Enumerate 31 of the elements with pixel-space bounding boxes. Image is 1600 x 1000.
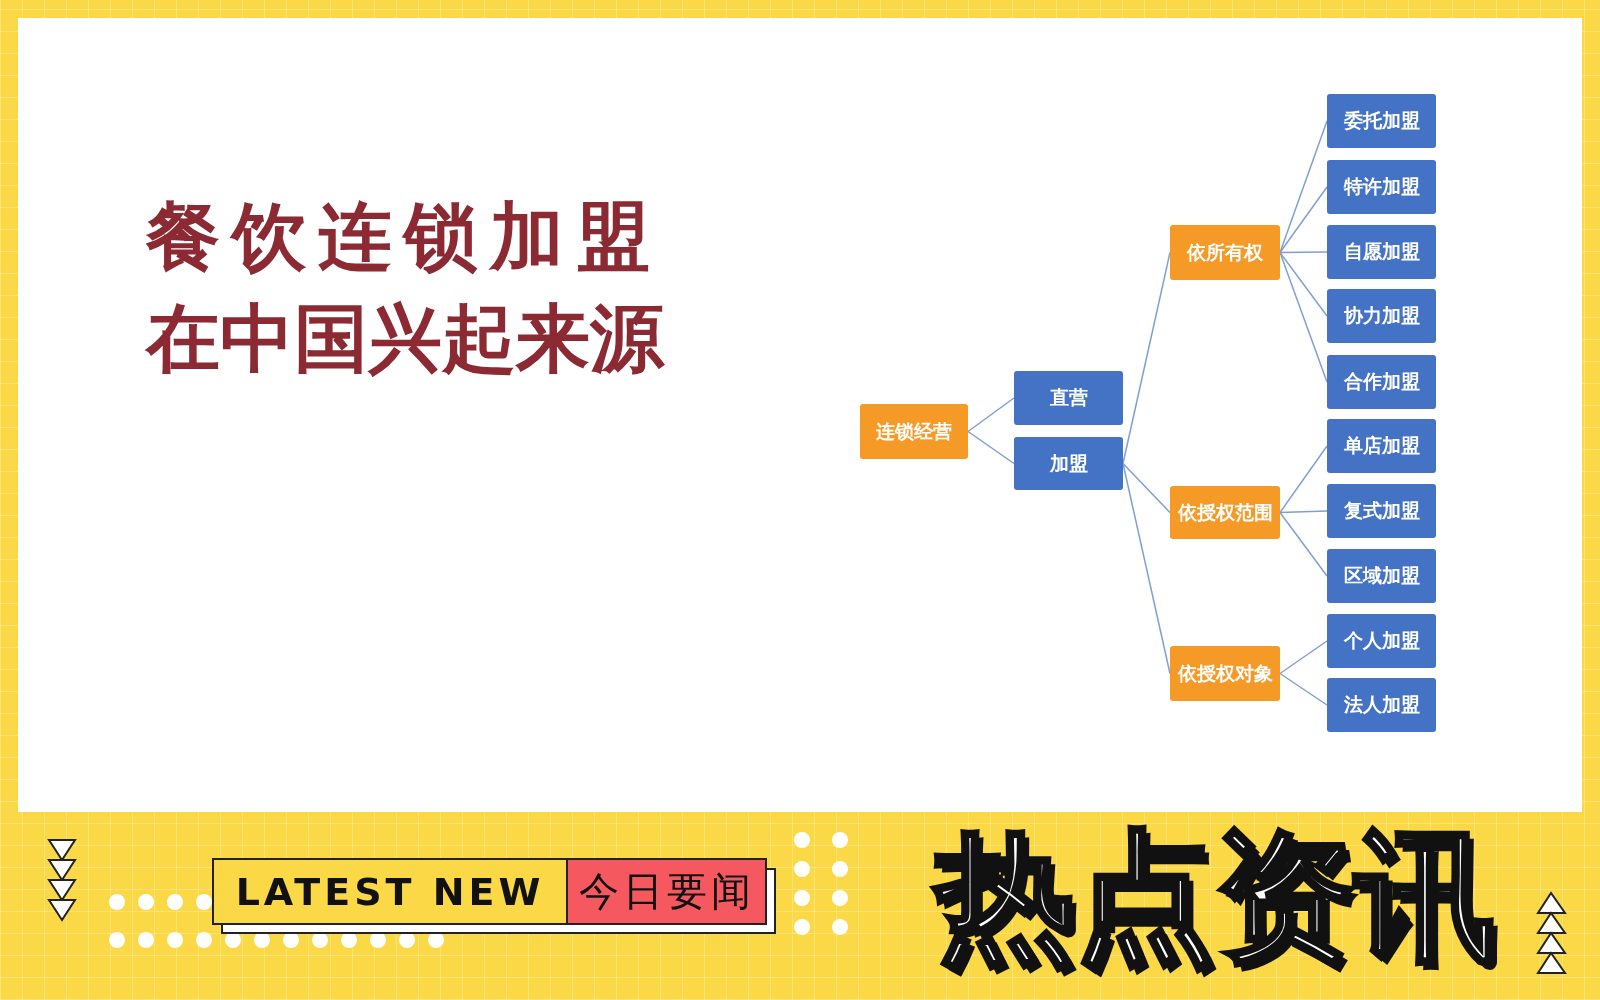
category-box: 依授权范围 — [1170, 486, 1280, 539]
item-box: 合作加盟 — [1327, 355, 1436, 409]
connector-line — [1279, 510, 1328, 514]
item-box: 自愿加盟 — [1327, 225, 1436, 279]
item-box: 协力加盟 — [1327, 289, 1436, 343]
category-box: 依所有权 — [1170, 225, 1280, 280]
connector-line — [967, 397, 1015, 433]
item-box: 区域加盟 — [1327, 549, 1436, 603]
item-box: 直营 — [1014, 371, 1123, 425]
category-box: 依授权对象 — [1170, 646, 1280, 701]
item-box: 加盟 — [1014, 437, 1123, 490]
connector-line — [1279, 186, 1328, 254]
item-box: 单店加盟 — [1327, 419, 1436, 473]
item-box: 法人加盟 — [1327, 678, 1436, 732]
item-box: 特许加盟 — [1327, 160, 1436, 214]
connector-line — [1122, 462, 1171, 514]
connector-line — [1279, 445, 1328, 514]
banner-label: LATEST NEW — [212, 858, 568, 925]
connector-line — [1279, 672, 1328, 706]
item-box: 复式加盟 — [1327, 484, 1436, 538]
category-box: 连锁经营 — [860, 404, 968, 459]
connector-line — [967, 430, 1015, 465]
connector-line — [1279, 511, 1328, 577]
banner-label: 今日要闻 — [566, 858, 767, 925]
item-box: 委托加盟 — [1327, 94, 1436, 148]
connector-line — [1279, 640, 1328, 675]
connector-line — [1279, 251, 1328, 254]
item-box: 个人加盟 — [1327, 614, 1436, 668]
title: 餐饮连锁加盟在中国兴起来源 — [146, 192, 666, 383]
connector-line — [1279, 251, 1328, 317]
connector-line — [1122, 251, 1171, 465]
